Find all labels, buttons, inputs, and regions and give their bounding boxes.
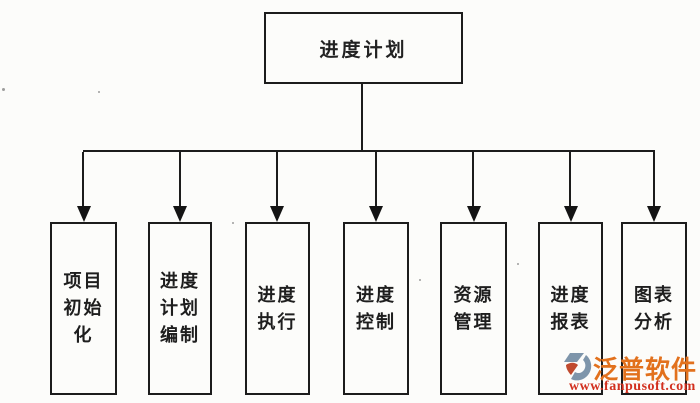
child-node-label: 进度 计划 编制 xyxy=(160,271,200,345)
scan-speck xyxy=(98,91,100,93)
child-node-project-init: 项目 初始 化 xyxy=(50,222,117,395)
child-node-label: 资源 管理 xyxy=(453,284,494,332)
child-node-label: 进度 控制 xyxy=(356,284,396,332)
child-node-chart-analysis: 图表 分析 xyxy=(621,222,687,395)
horizontal-bus-connector xyxy=(83,150,655,152)
branch-line-3 xyxy=(276,152,278,208)
child-node-plan-compilation: 进度 计划 编制 xyxy=(148,222,212,395)
arrow-down-icon xyxy=(564,206,578,222)
child-node-label: 进度 执行 xyxy=(257,284,298,332)
watermark-brand-text: 泛普软件 xyxy=(593,356,698,384)
child-node-label: 进度 报表 xyxy=(550,284,591,332)
arrow-down-icon xyxy=(647,206,661,222)
root-stem-connector xyxy=(361,84,363,151)
branch-line-7 xyxy=(653,152,655,208)
branch-line-5 xyxy=(472,152,474,208)
scan-speck xyxy=(419,279,421,281)
arrow-down-icon xyxy=(77,206,91,222)
arrow-down-icon xyxy=(369,206,383,222)
child-node-schedule-control: 进度 控制 xyxy=(343,222,409,395)
scan-speck xyxy=(2,88,5,91)
child-node-schedule-execution: 进度 执行 xyxy=(245,222,310,395)
scan-speck xyxy=(517,263,519,265)
arrow-down-icon xyxy=(270,206,284,222)
child-node-label: 项目 初始 化 xyxy=(63,271,104,345)
branch-line-4 xyxy=(375,152,377,208)
child-node-label: 图表 分析 xyxy=(634,284,674,332)
root-node-schedule-plan: 进度计划 xyxy=(264,12,463,84)
branch-line-2 xyxy=(179,152,181,208)
watermark-url-text: www.fanpusoft.com xyxy=(569,379,696,394)
branch-line-1 xyxy=(82,152,84,208)
branch-line-6 xyxy=(569,152,571,208)
child-node-resource-management: 资源 管理 xyxy=(440,222,507,395)
scan-speck xyxy=(232,222,234,224)
arrow-down-icon xyxy=(173,206,187,222)
fanpu-logo-icon xyxy=(564,353,592,381)
arrow-down-icon xyxy=(467,206,481,222)
root-node-label: 进度计划 xyxy=(319,39,408,61)
child-node-schedule-report: 进度 报表 xyxy=(538,222,603,395)
